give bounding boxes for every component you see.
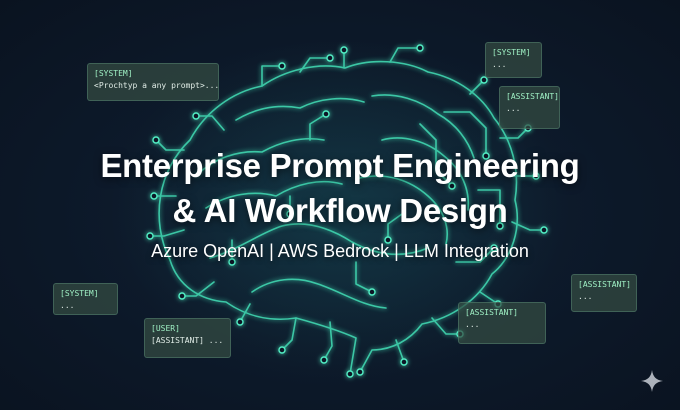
prompt-card-tag: [ASSISTANT]	[578, 280, 631, 289]
prompt-card-body: ...	[506, 104, 521, 113]
prompt-card-assistant-top-right: [ASSISTANT] ...	[499, 86, 560, 129]
prompt-card-assistant-bottom-right: [ASSISTANT] ...	[571, 274, 637, 312]
prompt-card-system-bottom-left: [SYSTEM] ...	[53, 283, 118, 315]
prompt-card-tag: [SYSTEM]	[60, 289, 99, 298]
prompt-card-body: ...	[60, 301, 75, 310]
headline-line-1: Enterprise Prompt Engineering	[100, 147, 580, 184]
prompt-card-tag: [SYSTEM]	[492, 48, 531, 57]
prompt-card-body: [ASSISTANT] ...	[151, 336, 224, 345]
prompt-card-tag: [SYSTEM]	[94, 69, 133, 78]
prompt-card-system-top-right: [SYSTEM] ...	[485, 42, 542, 78]
prompt-card-tag: [ASSISTANT]	[465, 308, 518, 317]
prompt-card-body: <Prochtyp a any prompt>...	[94, 81, 220, 90]
subtitle-platforms: Azure OpenAI | AWS Bedrock | LLM Integra…	[151, 241, 529, 261]
prompt-card-body: ...	[492, 60, 507, 69]
prompt-card-tag: [USER]	[151, 324, 180, 333]
prompt-card-system-main: [SYSTEM] <Prochtyp a any prompt>...	[87, 63, 219, 101]
sparkle-icon	[641, 370, 663, 392]
prompt-card-tag: [ASSISTANT]	[506, 92, 559, 101]
prompt-card-assistant-bottom-center: [ASSISTANT] ...	[458, 302, 546, 344]
prompt-card-body: ...	[465, 320, 480, 329]
prompt-card-user: [USER] [ASSISTANT] ...	[144, 318, 231, 358]
prompt-card-body: ...	[578, 292, 593, 301]
headline-line-2: & AI Workflow Design	[172, 192, 508, 229]
